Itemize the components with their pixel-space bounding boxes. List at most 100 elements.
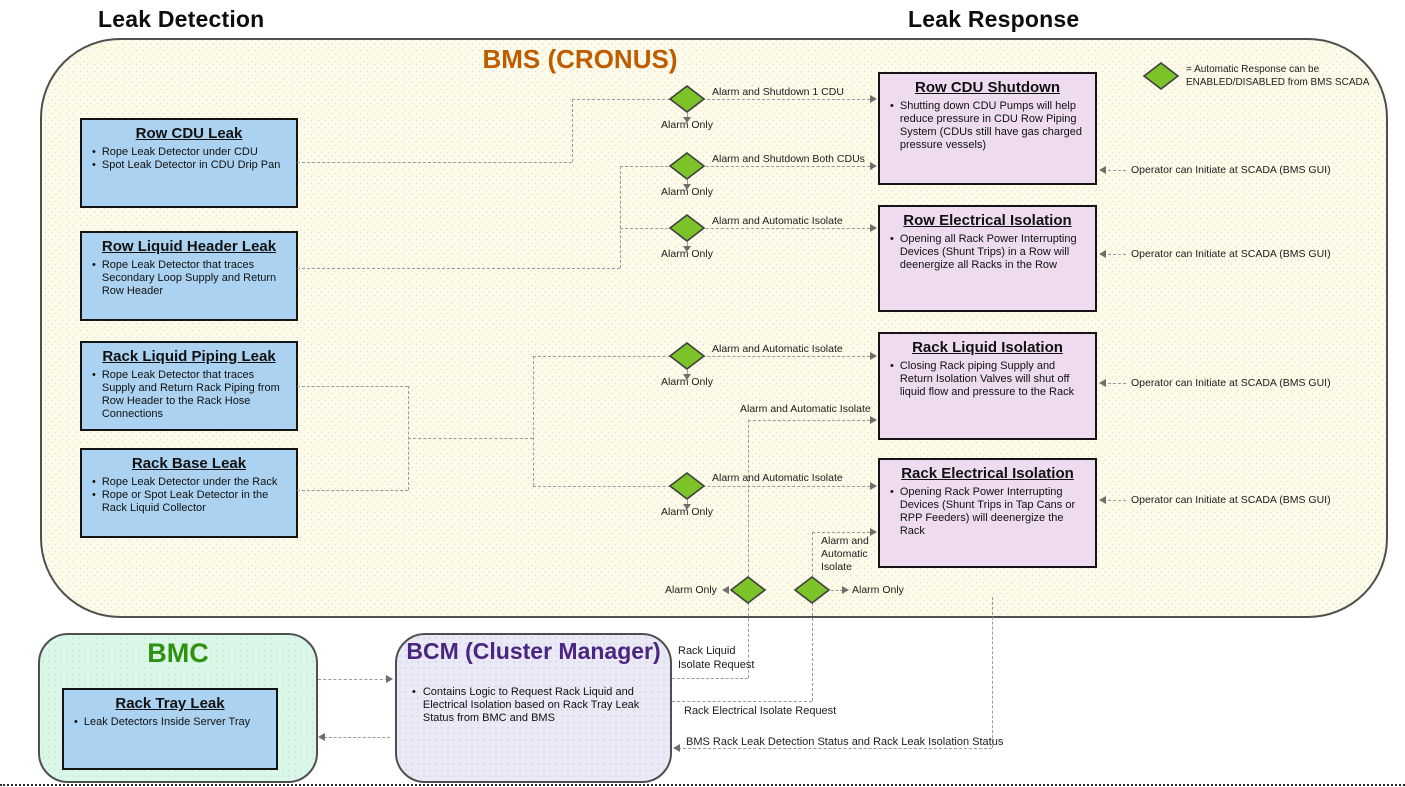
bcm-description: Contains Logic to Request Rack Liquid an… (410, 686, 662, 726)
auto-response-diamond-icon (729, 575, 767, 605)
connector-line (1103, 500, 1126, 501)
bmc-box-rack-tray-leak: Rack Tray Leak Leak Detectors Inside Ser… (62, 688, 278, 770)
bullet-item: Rope Leak Detector that traces Supply an… (88, 369, 290, 421)
bullet-item: Leak Detectors Inside Server Tray (70, 716, 270, 729)
connector-line (620, 166, 870, 167)
arrowhead (683, 374, 691, 380)
edge-label-alarm-only: Alarm Only (661, 248, 713, 260)
arrowhead (842, 586, 849, 594)
detection-box-row-liquid-header-leak: Row Liquid Header Leak Rope Leak Detecto… (80, 231, 298, 321)
connector-line (748, 420, 870, 421)
edge-label-alarm-only: Alarm Only (661, 506, 713, 518)
auto-response-diamond-icon (668, 341, 706, 371)
leak-response-title: Leak Response (908, 6, 1080, 32)
connector-line (572, 99, 870, 100)
box-title: Rack Tray Leak (115, 695, 225, 712)
leak-detection-title: Leak Detection (98, 6, 265, 32)
auto-response-diamond-icon (668, 213, 706, 243)
edge-label-auto-isolate-stacked: Alarm and Automatic Isolate (821, 535, 869, 574)
connector-line (1103, 383, 1126, 384)
edge-label-shutdown-1cdu: Alarm and Shutdown 1 CDU (712, 86, 844, 98)
connector-line (812, 532, 870, 533)
auto-response-diamond-icon (668, 471, 706, 501)
arrowhead (386, 675, 393, 683)
connector-line (672, 678, 748, 679)
connector-line (678, 748, 992, 749)
bmc-container-title: BMC (147, 638, 209, 668)
edge-label-rack-liquid-request: Rack Liquid Isolate Request (678, 645, 755, 671)
box-title: Row Electrical Isolation (903, 212, 1072, 229)
connector-line (1103, 170, 1126, 171)
connector-line (672, 701, 812, 702)
edge-label-auto-isolate: Alarm and Automatic Isolate (712, 215, 843, 227)
arrowhead (870, 162, 877, 170)
edge-label-auto-isolate: Alarm and Automatic Isolate (740, 403, 871, 415)
connector-line (831, 590, 843, 591)
bullet-item: Opening all Rack Power Interrupting Devi… (886, 233, 1089, 272)
connector-line (992, 597, 993, 748)
connector-line (318, 679, 388, 680)
edge-label-alarm-only: Alarm Only (661, 119, 713, 131)
arrowhead (1099, 250, 1106, 258)
arrowhead (870, 482, 877, 490)
connector-line (687, 370, 688, 374)
detection-box-row-cdu-leak: Row CDU Leak Rope Leak Detector under CD… (80, 118, 298, 208)
connector-line (812, 603, 813, 701)
edge-label-alarm-only: Alarm Only (852, 584, 904, 596)
arrowhead (1099, 496, 1106, 504)
arrowhead (1099, 166, 1106, 174)
bullet-item: Rope Leak Detector under CDU (88, 146, 290, 159)
connector-line (1103, 254, 1126, 255)
response-box-rack-liquid-isolation: Rack Liquid Isolation Closing Rack pipin… (878, 332, 1097, 440)
connector-line (620, 166, 621, 268)
bcm-container-title: BCM (Cluster Manager) (406, 638, 661, 664)
connector-line (687, 242, 688, 246)
connector-line (324, 737, 390, 738)
box-title: Row Liquid Header Leak (101, 238, 277, 255)
arrowhead (683, 117, 691, 123)
response-box-row-cdu-shutdown: Row CDU Shutdown Shutting down CDU Pumps… (878, 72, 1097, 185)
operator-initiate-label: Operator can Initiate at SCADA (BMS GUI) (1131, 494, 1331, 506)
connector-line (620, 228, 870, 229)
edge-label-rack-electrical-request: Rack Electrical Isolate Request (684, 705, 837, 717)
detection-box-rack-liquid-piping-leak: Rack Liquid Piping Leak Rope Leak Detect… (80, 341, 298, 431)
detection-box-rack-base-leak: Rack Base Leak Rope Leak Detector under … (80, 448, 298, 538)
auto-response-diamond-icon (668, 84, 706, 114)
edge-label-auto-isolate: Alarm and Automatic Isolate (712, 472, 843, 484)
arrowhead (1099, 379, 1106, 387)
response-box-row-electrical-isolation: Row Electrical Isolation Opening all Rac… (878, 205, 1097, 312)
connector-line (297, 386, 408, 387)
arrowhead (673, 744, 680, 752)
box-title: Rack Liquid Piping Leak (102, 348, 276, 365)
edge-label-alarm-only: Alarm Only (661, 376, 713, 388)
connector-line (687, 180, 688, 184)
connector-line (748, 603, 749, 678)
box-title: Row CDU Shutdown (915, 79, 1060, 96)
connector-line (748, 420, 749, 577)
arrowhead (870, 352, 877, 360)
bullet-item: Closing Rack piping Supply and Return Is… (886, 360, 1089, 399)
arrowhead (870, 416, 877, 424)
connector-line (297, 268, 620, 269)
arrowhead (722, 586, 729, 594)
edge-label-alarm-only: Alarm Only (661, 186, 713, 198)
arrowhead (683, 184, 691, 190)
bullet-item: Rope or Spot Leak Detector in the Rack L… (88, 489, 290, 515)
connector-line (297, 162, 572, 163)
operator-initiate-label: Operator can Initiate at SCADA (BMS GUI) (1131, 248, 1331, 260)
auto-response-diamond-icon (793, 575, 831, 605)
connector-line (812, 532, 813, 577)
box-title: Rack Base Leak (131, 455, 247, 472)
arrowhead (870, 95, 877, 103)
edge-label-auto-isolate: Alarm and Automatic Isolate (712, 343, 843, 355)
edge-label-alarm-only: Alarm Only (665, 584, 717, 596)
connector-line (533, 356, 534, 486)
arrowhead (683, 246, 691, 252)
arrowhead (870, 224, 877, 232)
bullet-item: Rope Leak Detector that traces Secondary… (88, 259, 290, 298)
operator-initiate-label: Operator can Initiate at SCADA (BMS GUI) (1131, 164, 1331, 176)
auto-response-diamond-icon (668, 151, 706, 181)
operator-initiate-label: Operator can Initiate at SCADA (BMS GUI) (1131, 377, 1331, 389)
connector-line (572, 99, 573, 162)
